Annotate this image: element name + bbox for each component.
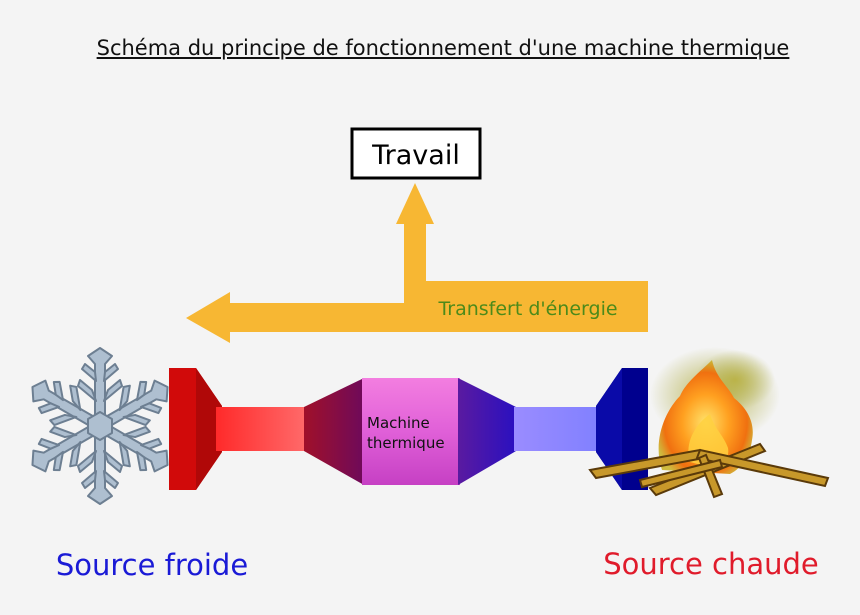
machine-label-line1: Machine xyxy=(367,414,430,432)
machine-body xyxy=(362,378,460,485)
work-box: Travail xyxy=(350,127,482,180)
energy-arrow: Transfert d'énergie xyxy=(186,183,648,343)
diagram-title: Schéma du principe de fonctionnement d'u… xyxy=(96,36,790,60)
machine-label-line2: thermique xyxy=(367,434,445,452)
hot-pipe xyxy=(514,407,602,451)
fire-icon xyxy=(588,347,830,499)
snowflake-icon xyxy=(20,347,180,505)
cold-source-label: Source froide xyxy=(56,548,248,582)
work-label: Travail xyxy=(371,140,460,171)
hot-source-label: Source chaude xyxy=(603,547,819,581)
cold-pipe xyxy=(216,407,306,451)
energy-transfer-label: Transfert d'énergie xyxy=(437,298,617,320)
heat-engine: Machine thermique xyxy=(169,368,648,490)
